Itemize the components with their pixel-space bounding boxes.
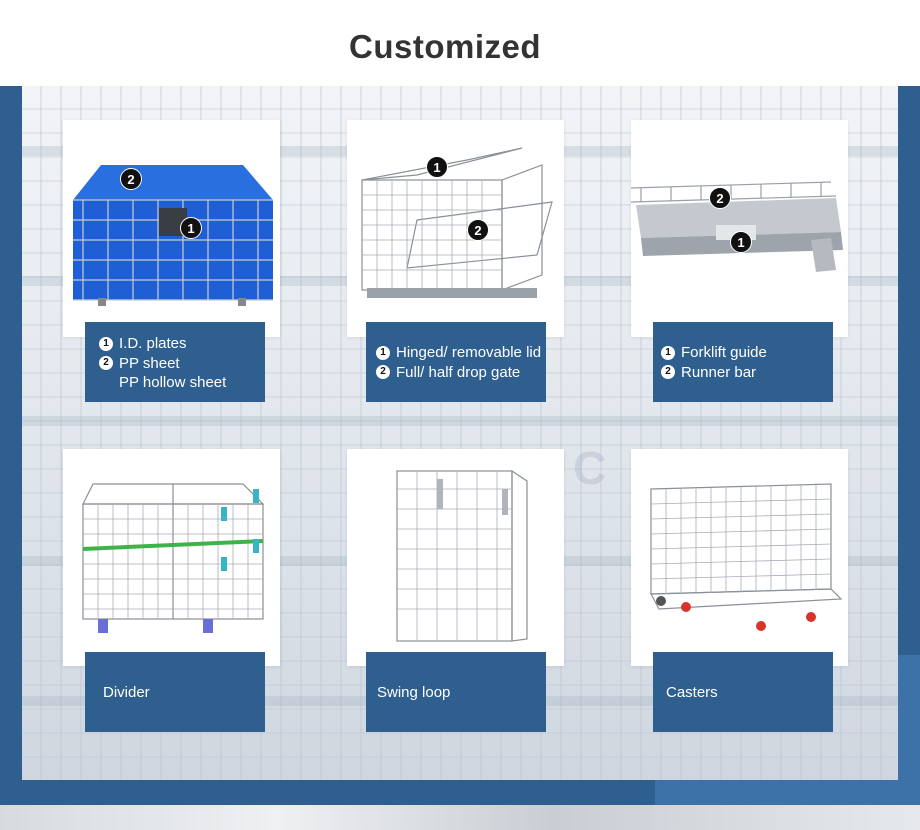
caption-text: Full/ half drop gate xyxy=(396,363,521,381)
caption-text: I.D. plates xyxy=(119,335,187,353)
number-badge: 1 xyxy=(99,336,113,351)
blue-lined-wire-container-image xyxy=(73,165,273,306)
caption-text: Swing loop xyxy=(377,684,451,701)
number-badge: 2 xyxy=(99,356,113,371)
marker-1: 1 xyxy=(426,156,448,178)
card-forklift-guide: 2 1 xyxy=(631,120,848,337)
marker-1: 1 xyxy=(180,217,202,239)
caption-swing-loop: Swing loop xyxy=(366,652,546,732)
wire-container-divider-image xyxy=(82,483,265,633)
caption-text: Divider xyxy=(103,684,150,701)
caption-text: PP hollow sheet xyxy=(119,374,227,392)
roll-cage-swing-loop-image xyxy=(396,469,528,642)
caption-text: Forklift guide xyxy=(681,344,767,362)
caption-text: PP sheet xyxy=(119,354,180,372)
wire-container-with-lid-image xyxy=(361,147,553,298)
caption-text: Hinged/ removable lid xyxy=(396,344,542,362)
card-divider xyxy=(63,449,280,666)
caption-lid-gate: 1 Hinged/ removable lid 2 Full/ half drop … xyxy=(366,322,546,402)
caption-text: Casters xyxy=(666,684,718,701)
caption-casters: Casters xyxy=(653,652,833,732)
card-casters xyxy=(631,449,848,666)
bottom-band xyxy=(0,805,920,830)
forklift-guide-image xyxy=(631,181,843,272)
card-swing-loop xyxy=(347,449,564,666)
card-pp-sheet: 2 1 xyxy=(63,120,280,337)
marker-2: 2 xyxy=(120,168,142,190)
number-badge: 1 xyxy=(661,345,675,360)
marker-2: 2 xyxy=(709,187,731,209)
caption-divider: Divider xyxy=(85,652,265,732)
wire-container-casters-image xyxy=(650,483,843,631)
page-title: Customized xyxy=(348,28,541,65)
number-badge: 2 xyxy=(376,365,390,380)
marker-2: 2 xyxy=(467,219,489,241)
caption-text: Runner bar xyxy=(681,363,757,381)
caption-pp-sheet: 1 I.D. plates 2 PP sheet PP hollow sheet xyxy=(85,322,265,402)
marker-1: 1 xyxy=(730,231,752,253)
number-badge: 2 xyxy=(661,365,675,380)
card-lid-gate: 1 2 xyxy=(347,120,564,337)
number-badge: 1 xyxy=(376,345,390,360)
caption-forklift-guide: 1 Forklift guide 2 Runner bar xyxy=(653,322,833,402)
